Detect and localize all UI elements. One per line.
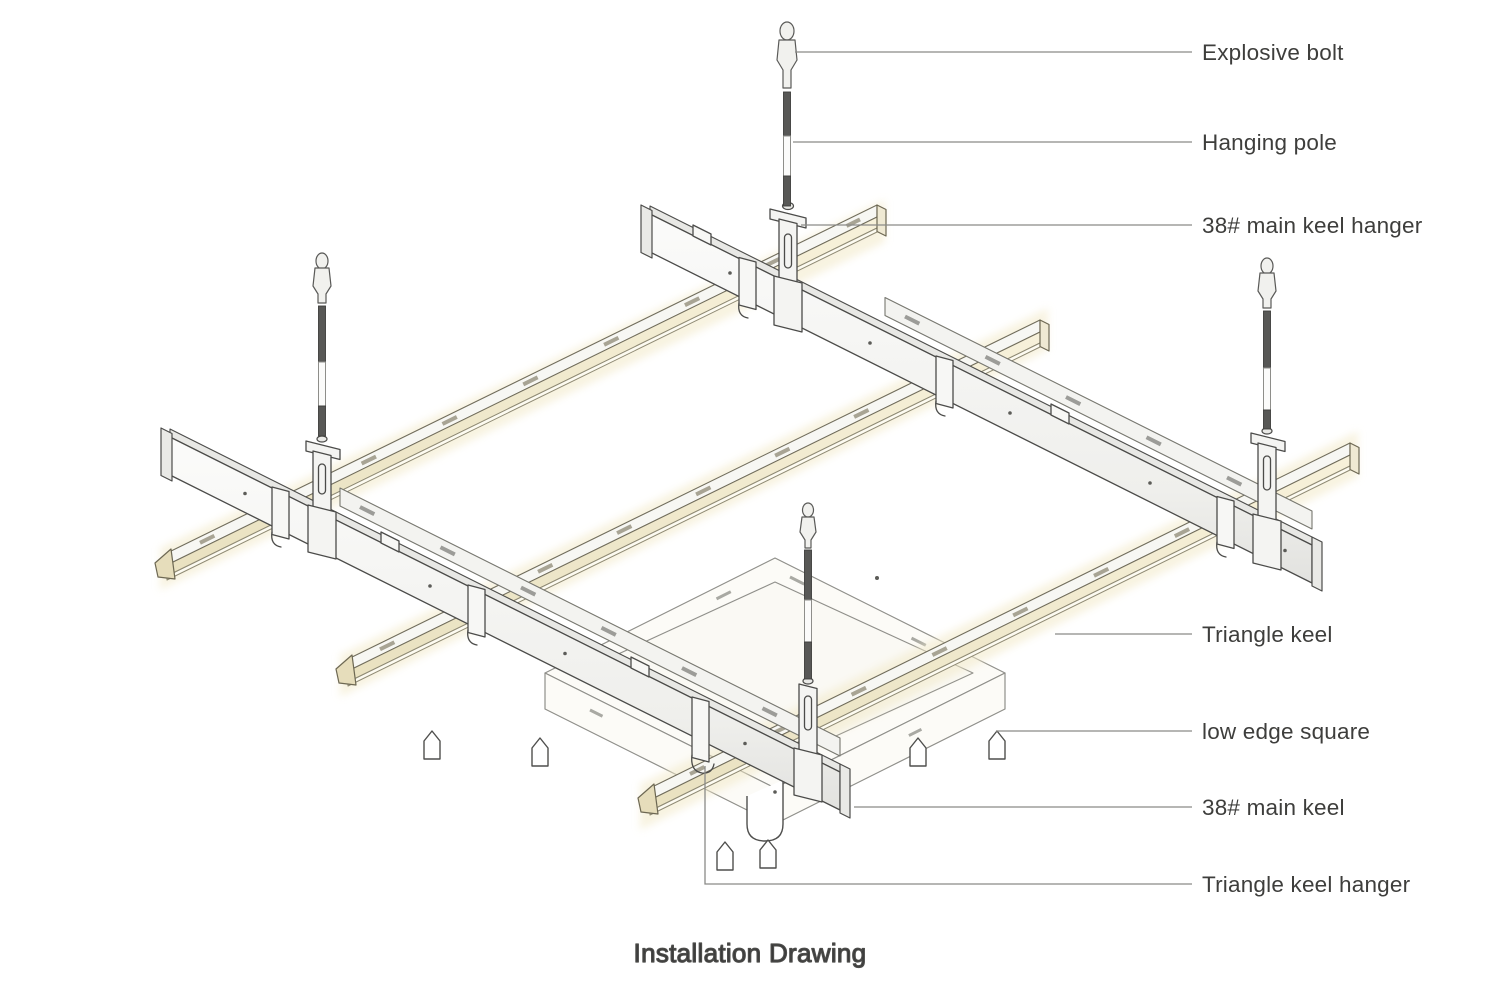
label-main-keel: 38# main keel (1202, 795, 1345, 820)
label-main-keel-hanger: 38# main keel hanger (1202, 213, 1423, 238)
keel-strap (1252, 513, 1282, 571)
main-keel-hanger-center (793, 677, 823, 803)
leader-triangle-keel-hanger (704, 766, 1192, 885)
label-hanging-pole: Hanging pole (1202, 130, 1337, 155)
explosive-bolt-sleeve (312, 267, 332, 304)
main-keel-end-cap (1311, 536, 1323, 592)
triangle-keel-end-cap (637, 783, 659, 815)
explosive-bolt-sleeve (1257, 272, 1277, 309)
main-keel-end-cap (640, 204, 653, 259)
triangle-keel-end-cap (876, 204, 887, 237)
main-keel-back-wall (884, 296, 1313, 530)
keel-strap (307, 504, 337, 560)
triangle-keel-upper (154, 200, 887, 590)
explosive-bolt-icon (801, 502, 815, 518)
low-edge-square-panel (544, 557, 1006, 842)
triangle-keel-end-cap (1349, 442, 1360, 475)
panel-rivet (773, 790, 777, 794)
panel-bottom-notch (746, 780, 784, 842)
main-keel-hanger-right (1250, 427, 1286, 571)
explosive-bolt-icon (1260, 257, 1274, 275)
main-keel-hanger-left (305, 435, 341, 560)
label-triangle-keel: Triangle keel (1202, 622, 1333, 647)
main-keel-end-cap (839, 763, 851, 819)
triangle-keel-end-cap (335, 654, 357, 686)
keel-strap (773, 275, 803, 333)
main-keel-hanger-top (769, 201, 807, 333)
triangle-keel-hanger-clip (271, 486, 290, 540)
keel-strap (793, 747, 823, 803)
main-keel-end-cap (160, 427, 173, 482)
main-keel-splice (1050, 403, 1070, 425)
hanging-pole-left (312, 252, 332, 437)
main-keel-lower (160, 427, 851, 819)
triangle-keel-hanger-clip (738, 256, 757, 311)
triangle-keel-hanger-clip (935, 355, 954, 409)
label-low-edge-square: low edge square (1202, 719, 1370, 744)
explosive-bolt-icon (779, 21, 795, 41)
main-keel-splice (630, 656, 650, 678)
labels: Explosive bolt Hanging pole 38# main kee… (1202, 40, 1423, 897)
main-keel-upper (640, 204, 1323, 592)
hanging-pole-top (776, 21, 798, 207)
label-explosive-bolt: Explosive bolt (1202, 40, 1344, 65)
triangle-keel-end-cap (154, 548, 176, 580)
hanging-pole-right (1257, 257, 1277, 430)
hanging-pole-center (799, 502, 817, 680)
triangle-keel-hanger-clip (467, 584, 486, 638)
explosive-bolt-sleeve (799, 516, 817, 549)
leader-lines (704, 51, 1192, 885)
panel-clip-slots (423, 730, 1006, 871)
main-keel-splice (380, 531, 400, 553)
panel-rivet (875, 576, 879, 580)
label-triangle-keel-hanger: Triangle keel hanger (1202, 872, 1411, 897)
explosive-bolt-sleeve (776, 39, 798, 89)
explosive-bolt-icon (315, 252, 329, 270)
drawing-caption: Installation Drawing (634, 938, 867, 968)
triangle-keel-hanger-clips (271, 256, 1235, 774)
main-keel-splice (692, 224, 712, 246)
main-keel-back-wall (339, 487, 841, 757)
triangle-keel-hanger-clip (691, 696, 710, 763)
triangle-keel-end-cap (1039, 319, 1050, 352)
triangle-keel-hanger-clip (1216, 495, 1235, 550)
